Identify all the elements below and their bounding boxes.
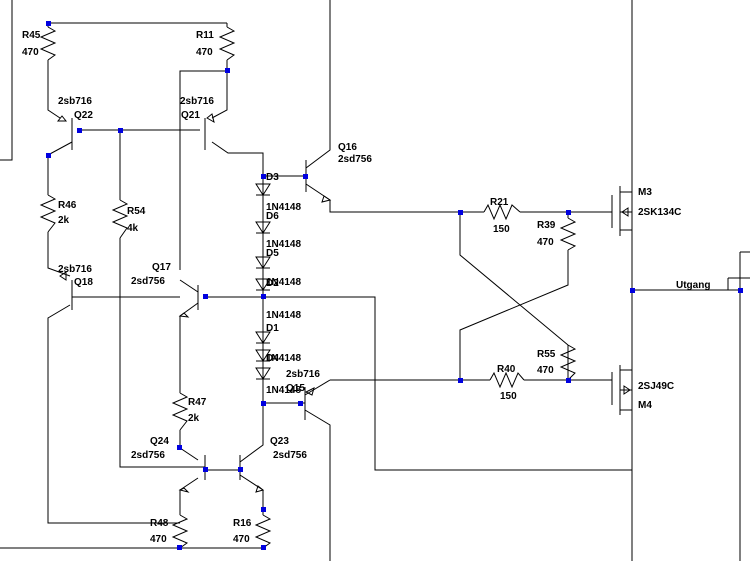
transistor-q18: [59, 271, 67, 281]
mosfet-m4: [623, 385, 631, 395]
label-r11-value: 470: [196, 47, 213, 58]
label-r39: R39: [537, 220, 556, 231]
label-m4-part: 2SJ49C: [638, 381, 674, 392]
resistor-r21: [483, 203, 521, 221]
label-q15: Q15: [286, 383, 305, 394]
component-labels: R45 470 R11 470 2sb716 Q22 2sb716 Q21 Q1…: [22, 30, 710, 545]
label-q21-part: 2sb716: [180, 96, 214, 107]
label-d6-part: 1N4148: [266, 239, 301, 250]
label-m4: M4: [638, 400, 652, 411]
label-d7-part: 1N4148: [266, 385, 301, 396]
label-r16-value: 470: [233, 534, 250, 545]
resistors: [39, 26, 577, 549]
label-r21-value: 150: [493, 224, 510, 235]
diode-d5: [255, 256, 271, 269]
label-q24: Q24: [150, 436, 169, 447]
label-m3: M3: [638, 187, 652, 198]
label-q24-part: 2sd756: [131, 450, 165, 461]
label-r45-value: 470: [22, 47, 39, 58]
label-r11: R11: [196, 30, 214, 41]
label-d6: D6: [266, 211, 279, 222]
label-d3: D3: [266, 172, 279, 183]
label-r16: R16: [233, 518, 252, 529]
label-q23-part: 2sd756: [273, 450, 307, 461]
resistor-r48: [171, 514, 189, 549]
label-q15-part: 2sb716: [286, 369, 320, 380]
label-d1-part: 1N4148: [266, 310, 301, 321]
label-q17: Q17: [152, 262, 171, 273]
label-r47-value: 2k: [188, 413, 200, 424]
diode-d7: [255, 367, 271, 380]
label-d2: D2: [266, 278, 279, 289]
transistor-q15: [304, 387, 315, 396]
resistor-r40: [489, 371, 525, 389]
label-r54-value: 4k: [127, 223, 139, 234]
label-r40: R40: [497, 364, 516, 375]
transistors: [56, 113, 631, 493]
diode-d6: [255, 221, 271, 234]
label-q17-part: 2sd756: [131, 276, 165, 287]
label-d5-part: 1N4148: [266, 277, 301, 288]
label-utgang: Utgang: [676, 280, 710, 291]
resistor-r47: [171, 392, 189, 431]
diode-d3: [255, 183, 271, 196]
resistor-r16: [254, 514, 272, 549]
label-r55-value: 470: [537, 365, 554, 376]
junction-nodes: [46, 21, 743, 550]
label-r48-value: 470: [150, 534, 167, 545]
label-q18: Q18: [74, 277, 93, 288]
label-d1: D1: [266, 323, 279, 334]
label-q18-part: 2sb716: [58, 264, 92, 275]
label-q16-part: 2sd756: [338, 154, 372, 165]
mosfet-m3: [621, 207, 629, 217]
label-r46-value: 2k: [58, 215, 70, 226]
label-q23: Q23: [270, 436, 289, 447]
transistor-q17: [178, 312, 190, 318]
diode-d4: [255, 349, 271, 362]
resistor-r11: [218, 26, 236, 61]
resistor-r54: [111, 199, 129, 239]
label-d4: D4: [266, 353, 279, 364]
label-q22-part: 2sb716: [58, 96, 92, 107]
resistor-r55: [559, 344, 577, 381]
label-r21: R21: [490, 197, 509, 208]
label-r48: R48: [150, 518, 169, 529]
label-q16: Q16: [338, 142, 357, 153]
resistor-r46: [39, 194, 57, 233]
label-r40-value: 150: [500, 391, 517, 402]
label-d4-part: 1N4148: [266, 353, 301, 364]
label-r54: R54: [127, 206, 146, 217]
label-r46: R46: [58, 200, 77, 211]
diode-d2: [255, 278, 271, 291]
resistor-r45: [39, 26, 57, 61]
label-d5: D5: [266, 248, 279, 259]
transistor-q24: [178, 487, 190, 493]
label-q22: Q22: [74, 110, 93, 121]
diodes: [255, 183, 271, 380]
transistor-q16: [321, 195, 332, 203]
label-d3-part: 1N4148: [266, 202, 301, 213]
transistor-q23: [255, 485, 265, 493]
label-r45: R45: [22, 30, 41, 41]
resistor-r39: [559, 217, 577, 251]
label-q21: Q21: [181, 110, 200, 121]
label-r47: R47: [188, 397, 207, 408]
label-r55: R55: [537, 349, 556, 360]
diode-d1: [255, 331, 271, 344]
label-r39-value: 470: [537, 237, 554, 248]
label-m3-part: 2SK134C: [638, 207, 681, 218]
